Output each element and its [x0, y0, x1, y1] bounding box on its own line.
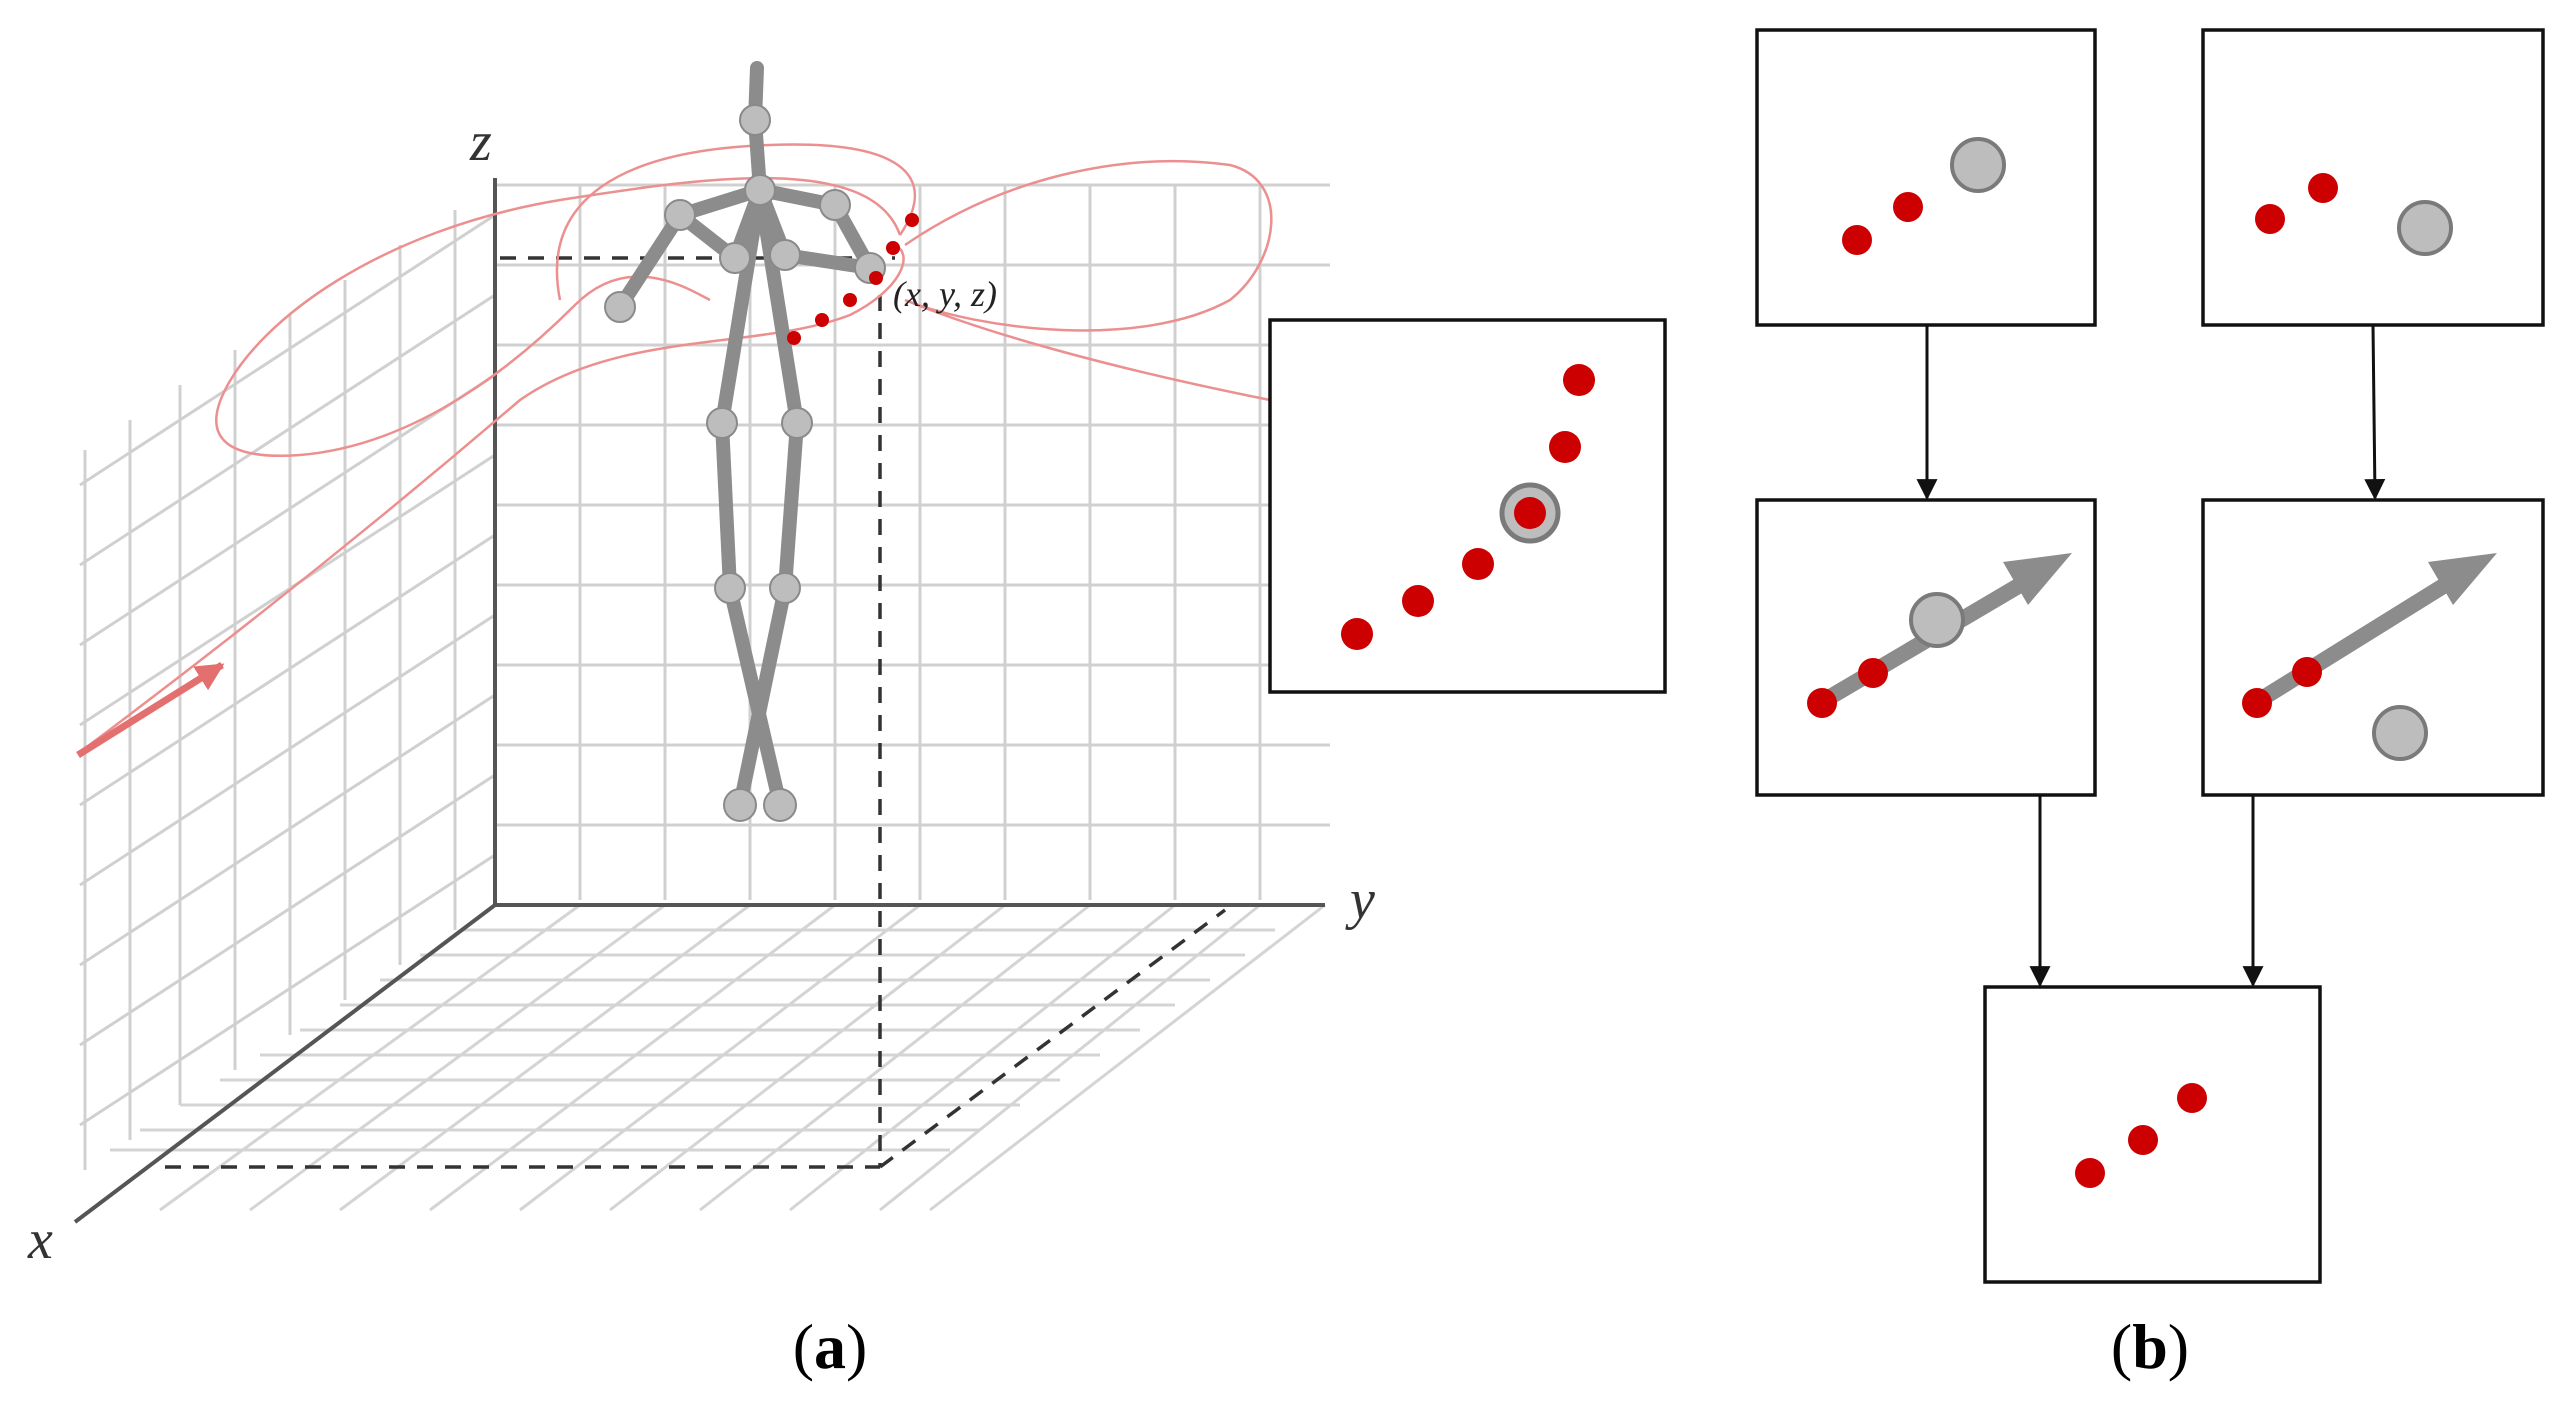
- frame-box-middle-left: [1755, 498, 2097, 797]
- zoom-inset: [1268, 318, 1667, 694]
- trajectory-dot: [2292, 657, 2322, 687]
- grey-marker: [1909, 592, 1965, 648]
- trajectory-dot: [1549, 431, 1581, 463]
- joint-head: [739, 104, 771, 136]
- z-axis-label: z: [469, 111, 492, 173]
- hand-trajectory-dots: [787, 213, 919, 345]
- trajectory-dot: [2075, 1158, 2105, 1188]
- left-wall-grid: [79, 210, 496, 1170]
- trajectory-start-arrow: [76, 662, 225, 758]
- x-axis: [73, 903, 497, 1224]
- panel-a-caption: (a): [793, 1311, 868, 1382]
- trajectory-dot: [2177, 1083, 2207, 1113]
- floor-grid: [110, 903, 1326, 1212]
- trajectory-dot: [1402, 585, 1434, 617]
- y-axis-label: y: [1345, 869, 1375, 931]
- joint-left-hand: [604, 291, 636, 323]
- frame-box-middle-right: [2201, 498, 2545, 797]
- x-axis-label: x: [27, 1209, 53, 1271]
- joint-right-shoulder: [819, 189, 851, 221]
- axes: [73, 178, 1325, 1224]
- trajectory-dot: [2242, 688, 2272, 718]
- joint-right-foot: [763, 788, 797, 822]
- trajectory-dot: [1858, 658, 1888, 688]
- trajectory-dot: [2255, 204, 2285, 234]
- trajectory-dot: [1563, 364, 1595, 396]
- panel-a: z y x (x, y, z) (a): [27, 61, 1667, 1382]
- point-coordinate-label: (x, y, z): [893, 274, 997, 314]
- trajectory-dot: [843, 293, 857, 307]
- joint-left-knee: [714, 572, 746, 604]
- joint-neck: [744, 174, 776, 206]
- panel-b-caption: (b): [2111, 1311, 2189, 1382]
- zoom-inset-frame: [1268, 318, 1667, 694]
- direction-arrow: [2250, 553, 2497, 710]
- joint-right-hip: [781, 407, 813, 439]
- grey-marker: [2372, 705, 2428, 761]
- joint-left-hip: [706, 407, 738, 439]
- trajectory-dot: [2128, 1125, 2158, 1155]
- back-wall-grid: [495, 183, 1330, 900]
- grey-marker: [1950, 137, 2006, 193]
- trajectory-dot: [815, 313, 829, 327]
- trajectory-dot: [1462, 548, 1494, 580]
- trajectory-dot: [1807, 688, 1837, 718]
- frame-box-top-right: [2201, 28, 2545, 327]
- direction-arrow: [1815, 553, 2072, 710]
- trajectory-dot: [1514, 497, 1546, 529]
- grey-marker: [2397, 200, 2453, 256]
- trajectory-dot: [787, 331, 801, 345]
- joint-left-foot: [723, 788, 757, 822]
- trajectory-dot: [2308, 173, 2338, 203]
- trajectory-dot: [1842, 225, 1872, 255]
- joint-left-elbow: [719, 242, 751, 274]
- joint-right-knee: [769, 572, 801, 604]
- joint-right-elbow: [769, 239, 801, 271]
- panel-b: (b): [1755, 28, 2545, 1382]
- trajectory-dot: [886, 241, 900, 255]
- trajectory-dot: [1893, 192, 1923, 222]
- frame-box-top-left: [1755, 28, 2097, 327]
- joint-left-shoulder: [664, 199, 696, 231]
- flow-arrows: [1916, 324, 2386, 988]
- trajectory-dot: [869, 271, 883, 285]
- trajectory-dot: [905, 213, 919, 227]
- projection-lines: [165, 256, 1227, 1169]
- frame-box-bottom: [1983, 985, 2322, 1284]
- trajectory-dot: [1341, 618, 1373, 650]
